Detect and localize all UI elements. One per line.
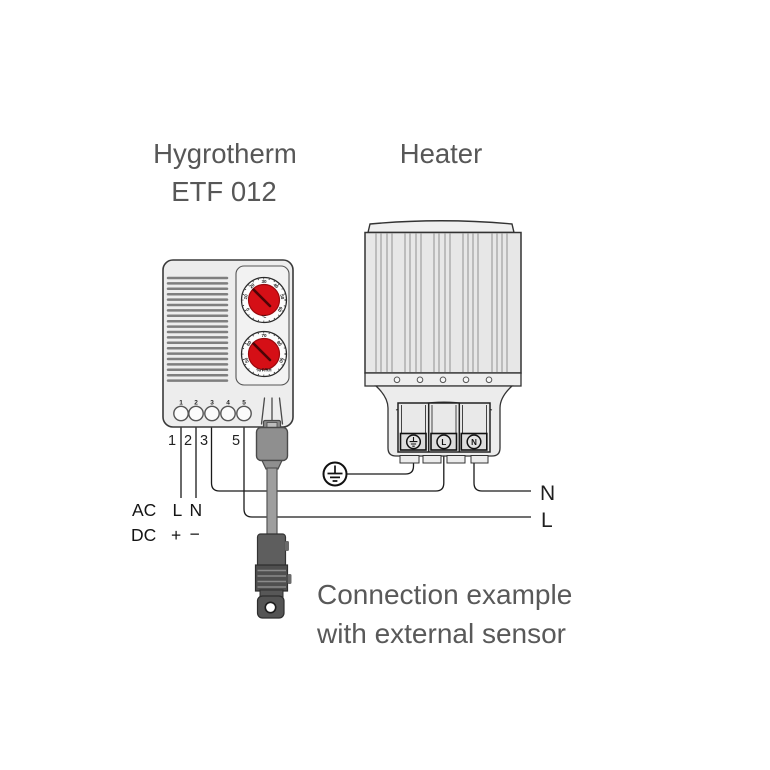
sensor-assembly [254,419,292,619]
temp-scale-40: 40 [272,282,279,289]
n-terminal-label: N [471,438,477,447]
hygrotherm-device: 0 10 20 30 40 50 60 °C 50 60 70 80 90 [162,259,294,428]
temp-scale-0: 0 [245,306,251,311]
caption-line1: Connection example [317,579,572,610]
sensor-cable [266,467,278,539]
heater-feet [399,455,489,464]
terminal-number-2: 2 [194,400,198,407]
hum-scale-50: 50 [243,357,250,364]
terminal-4 [220,405,236,422]
hum-scale-70: 70 [261,333,267,338]
heater-title: Heater [400,138,483,169]
sensor-connector [256,533,287,568]
sensor-side-tab [285,541,289,551]
temp-scale-20: 20 [249,282,256,289]
mains-l-label: L [541,509,553,532]
hum-scale-90: 90 [278,357,285,364]
l-terminal: L [436,434,452,450]
humidity-dial: 50 60 70 80 90 %rF/RH [240,330,288,378]
wire-terminal3-heater-l [210,427,445,492]
supply-dc-plus: + [171,525,181,545]
hygrotherm-title-line2: ETF 012 [171,176,276,207]
supply-ac-n: N [190,500,203,520]
cable-gland-marks [260,397,284,425]
terminal-3 [204,405,220,422]
wire-labels: 1 2 3 5 [168,433,240,449]
supply-dc-label: DC [131,525,156,545]
mains-n-label: N [540,482,555,505]
supply-ac-label: AC [132,500,156,520]
terminal-clamp-lines [401,405,487,434]
humidity-dial-scale: 50 60 70 80 90 %rF/RH [243,333,284,373]
earth-terminal [405,434,422,450]
sensor-ribs [257,569,286,588]
earth-terminal-icon [409,437,418,447]
vent-slats [166,276,229,382]
sensor-mounting-hole [264,601,277,614]
terminal-number-5: 5 [242,400,246,407]
heater-body [364,231,522,374]
hum-scale-80: 80 [276,340,283,347]
external-sensor [254,533,292,619]
supply-dc-minus: − [190,524,200,544]
plug-taper [261,459,283,470]
temperature-dial-scale: 0 10 20 30 40 50 60 °C [243,279,285,319]
plug-latch-inner [266,422,278,428]
heater-terminal-block: L N [397,402,491,453]
temperature-knob-slot [252,288,272,308]
supply-ac-l: L [173,500,183,520]
humidity-knob-slot [252,342,272,362]
supply-labels: AC L N DC + − [131,500,202,545]
terminal-number-4: 4 [226,400,230,407]
temperature-dial: 0 10 20 30 40 50 60 °C [240,276,288,324]
terminal-5 [236,405,252,422]
temp-scale-10: 10 [243,293,249,299]
hygrotherm-terminals: 1 2 3 4 5 [173,400,252,422]
hum-scale-unit: %rF/RH [256,368,271,373]
l-terminal-label: L [441,438,446,447]
terminal-2 [188,405,204,422]
terminal-number-3: 3 [210,400,214,407]
temp-scale-30: 30 [261,279,267,284]
wire-label-3: 3 [200,433,208,449]
wire-terminal5-mains-l [243,427,531,518]
heater-device: L N [364,220,522,464]
humidity-dial-ticks [242,332,286,376]
wire-label-2: 2 [184,433,192,449]
sensor-side-tab2 [287,574,292,584]
temp-scale-60: 60 [276,306,283,313]
temp-scale-50: 50 [279,294,285,300]
wires [180,427,531,518]
caption-line2: with external sensor [316,618,566,649]
sensor-plug [255,426,289,462]
temperature-dial-ticks [242,278,286,322]
heater-base-holes [393,376,493,384]
heater-fins [375,233,508,372]
wire-label-1: 1 [168,433,176,449]
heater-top-cap [367,220,515,234]
hygrotherm-title-line1: Hygrotherm [153,138,297,169]
terminal-1 [173,405,189,422]
wire-heater-n-mains-n [473,456,531,492]
wire-label-5: 5 [232,433,240,449]
earth-ground-icon [322,461,348,487]
terminal-number-1: 1 [179,400,183,407]
hum-scale-60: 60 [245,340,252,347]
temp-scale-unit: °C [262,314,267,319]
n-terminal: N [466,434,482,450]
wire-heater-earth [347,456,415,475]
